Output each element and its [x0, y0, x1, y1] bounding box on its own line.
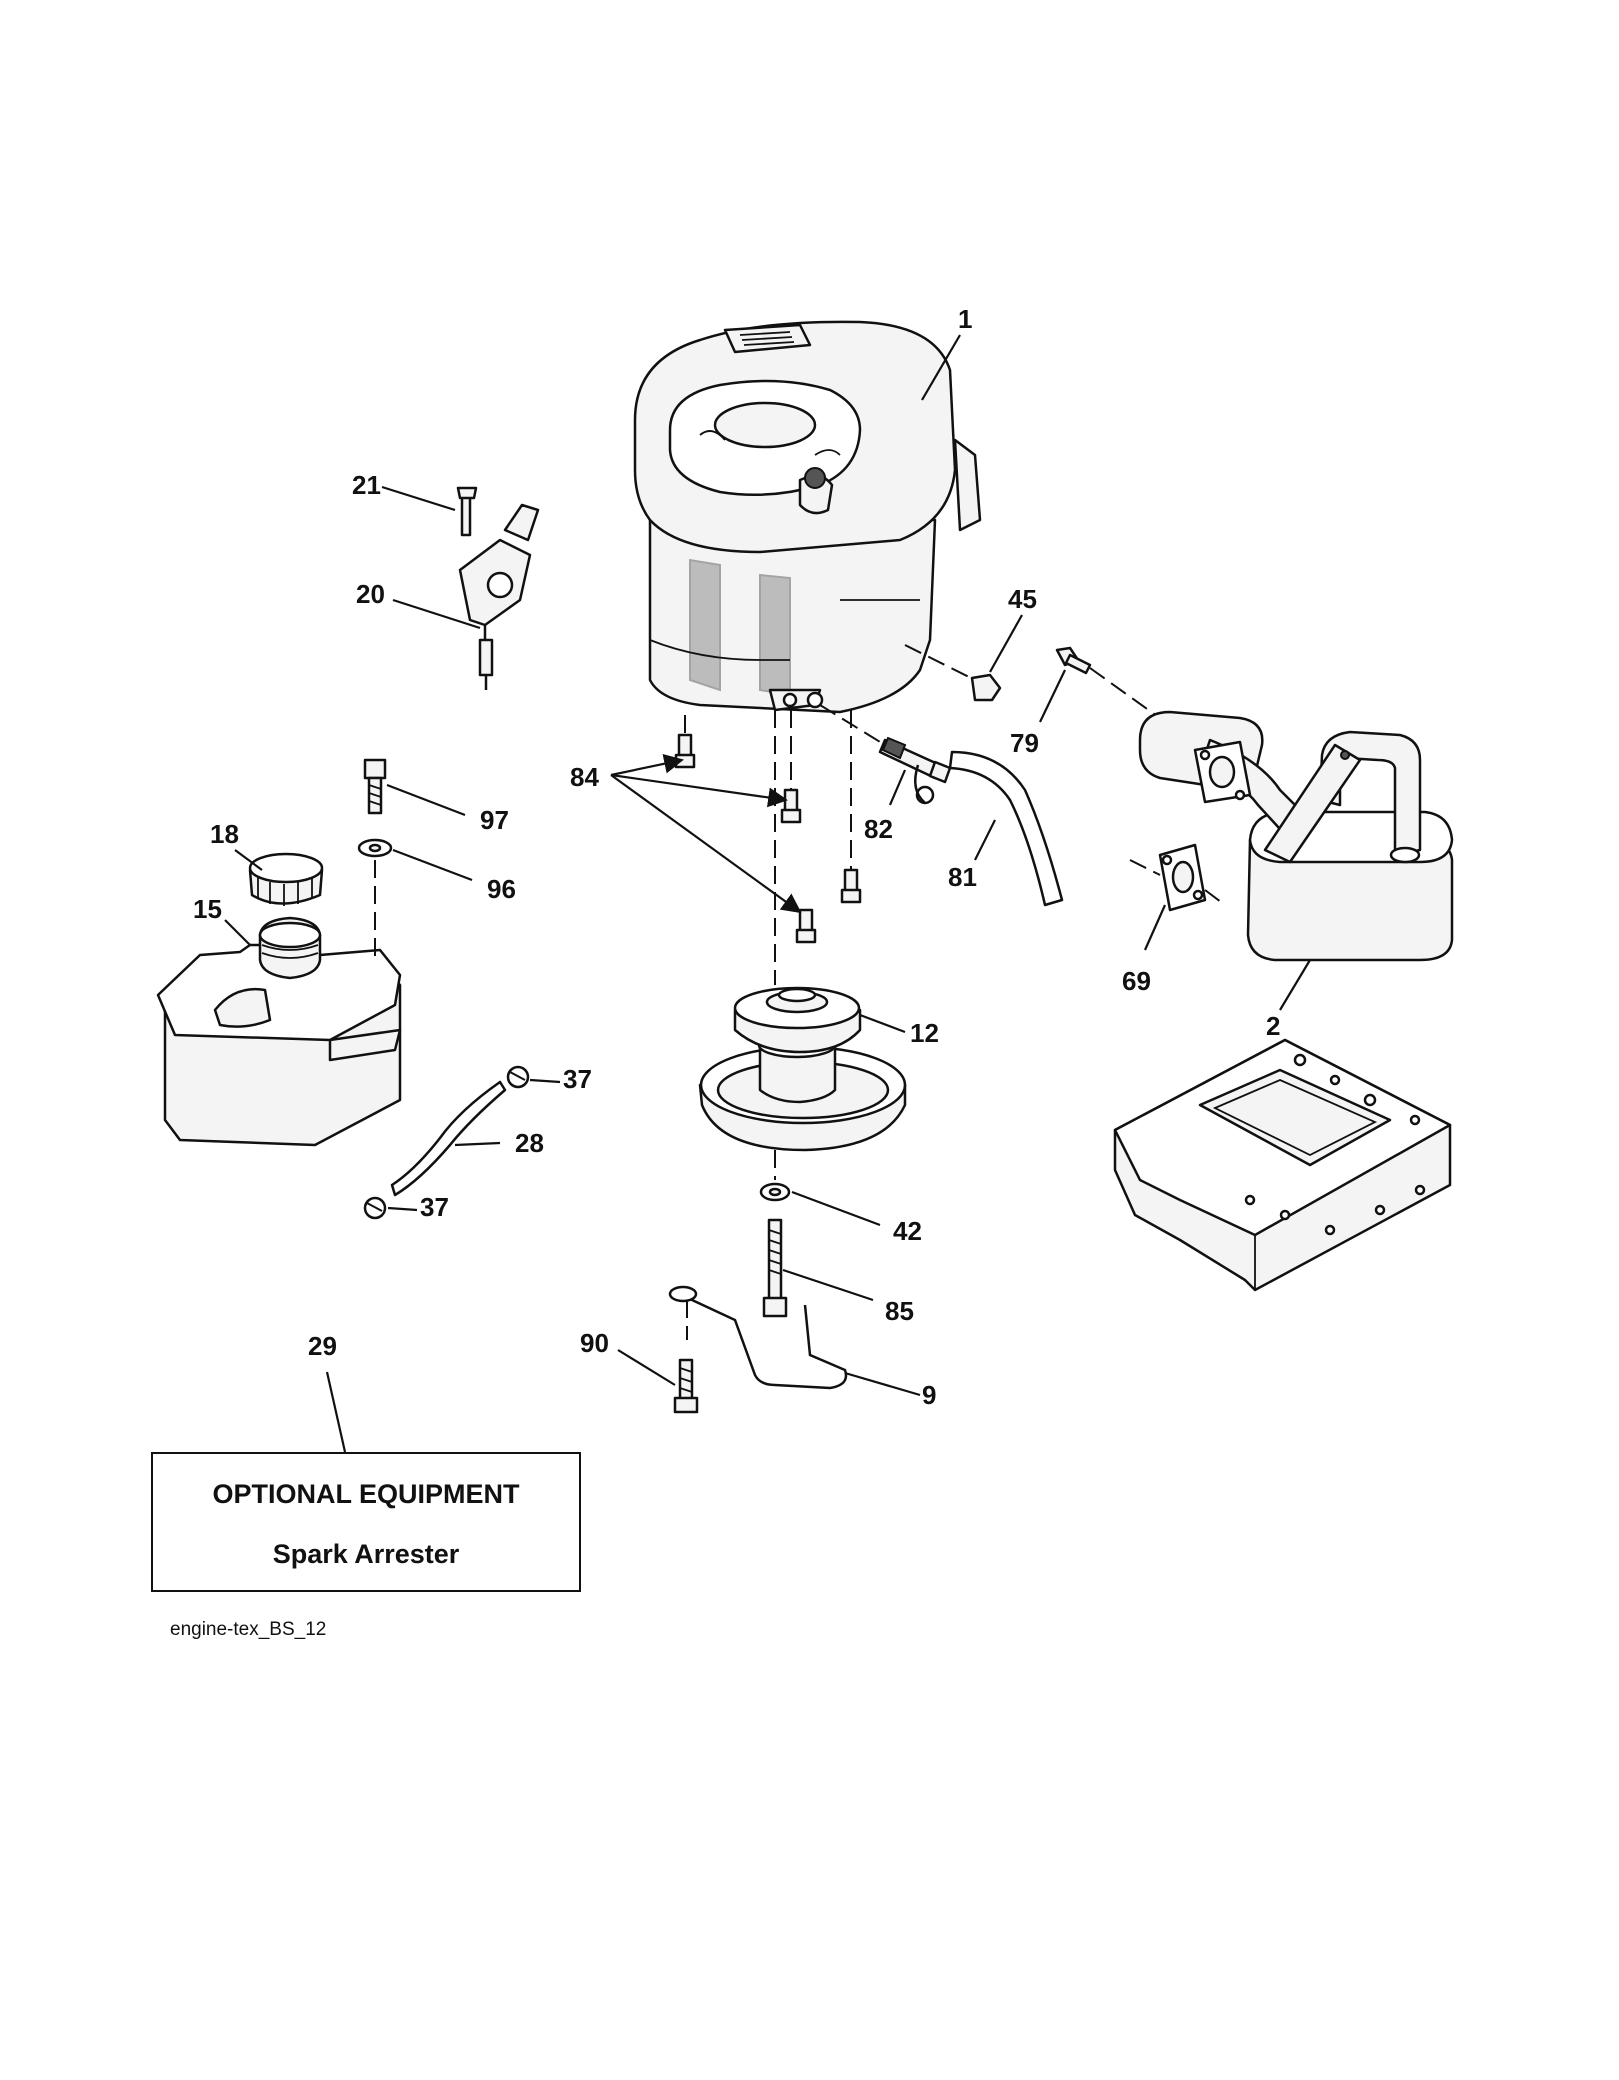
hose-clamp-top: [506, 1065, 530, 1089]
rod-9: [668, 1285, 848, 1390]
bolt-79: [1055, 646, 1092, 675]
engine-icon: [633, 320, 982, 714]
callout-28: 28: [515, 1128, 544, 1158]
optional-equipment-item: Spark Arrester: [273, 1539, 460, 1569]
callout-79: 79: [1010, 728, 1039, 758]
callout-97: 97: [480, 805, 509, 835]
bolt-85: [762, 1218, 788, 1318]
fuel-fitting: [878, 736, 952, 805]
callout-29: 29: [308, 1331, 337, 1361]
callout-81: 81: [948, 862, 977, 892]
callout-84: 84: [570, 762, 599, 792]
mounting-bolts: [674, 733, 862, 944]
bolt-90: [673, 1358, 699, 1414]
engine-mount-plate-icon: [1113, 1038, 1452, 1292]
callout-69: 69: [1122, 966, 1151, 996]
callout-96: 96: [487, 874, 516, 904]
figure-code: engine-tex_BS_12: [170, 1619, 326, 1640]
bolt-97: [363, 758, 387, 815]
callout-90: 90: [580, 1328, 609, 1358]
washer-42: [759, 1182, 791, 1202]
muffler-icon: [1138, 710, 1454, 962]
gasket-icon: [1158, 843, 1207, 912]
callout-12: 12: [910, 1018, 939, 1048]
callout-82: 82: [864, 814, 893, 844]
fuel-tank-icon: [156, 916, 402, 1147]
callout-15: 15: [193, 894, 222, 924]
callout-85: 85: [885, 1296, 914, 1326]
pulley-icon: [698, 986, 907, 1152]
callout-9: 9: [922, 1380, 936, 1410]
callout-1: 1: [958, 304, 972, 334]
callout-20: 20: [356, 579, 385, 609]
callout-45: 45: [1008, 584, 1037, 614]
throttle-bracket-icon: [456, 486, 540, 690]
callout-18: 18: [210, 819, 239, 849]
callout-42: 42: [893, 1216, 922, 1246]
fuel-cap-icon: [248, 852, 324, 906]
callout-37-bottom: 37: [420, 1192, 449, 1222]
optional-equipment-box: [151, 1452, 581, 1592]
callout-37-top: 37: [563, 1064, 592, 1094]
callout-2: 2: [1266, 1011, 1280, 1041]
hose-clamp-bottom: [363, 1196, 387, 1220]
washer-96: [357, 838, 393, 858]
optional-equipment-title: OPTIONAL EQUIPMENT: [212, 1479, 520, 1509]
nut-45: [970, 673, 1002, 702]
callout-21: 21: [352, 470, 381, 500]
